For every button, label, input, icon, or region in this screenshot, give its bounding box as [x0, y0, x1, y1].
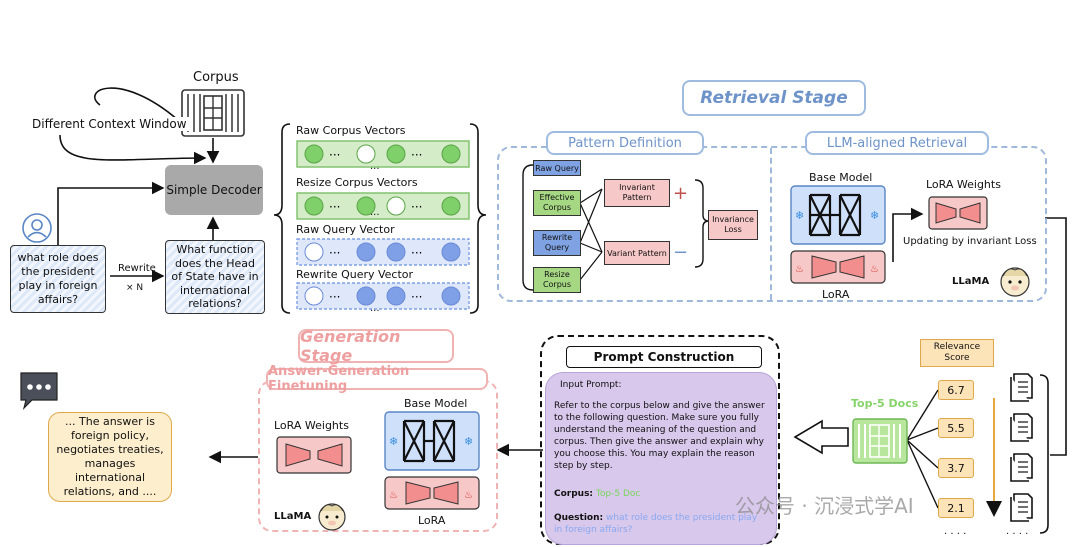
top5-container-icon [852, 418, 908, 464]
retrieval-divider [770, 148, 772, 300]
rewrite-times-label: × N [126, 283, 144, 293]
question-field-label: Question: [554, 513, 604, 523]
svg-text:♨: ♨ [464, 490, 473, 501]
corpus-container-icon [181, 89, 245, 137]
rewrite-query-node: Rewrite Query [533, 230, 581, 256]
generation-llama-label: LLaMA [274, 511, 312, 522]
invariant-pattern-node: Invariant Pattern [604, 179, 670, 207]
svg-text:···: ··· [329, 246, 340, 260]
rewritten-query-box: What function does the Head of State hav… [165, 240, 265, 314]
query-box: what role does the president play in for… [10, 245, 106, 313]
simple-decoder-box: Simple Decoder [165, 165, 263, 215]
relevance-score-label: Relevance Score [920, 339, 994, 367]
minus-sign: − [673, 242, 689, 263]
user-icon [22, 213, 52, 243]
input-prompt-label: Input Prompt: [560, 380, 622, 390]
retrieval-lora-weights-label: LoRA Weights [926, 178, 1001, 191]
pattern-definition-title: Pattern Definition [546, 131, 704, 155]
svg-text:❄: ❄ [464, 435, 473, 448]
retrieval-stage-title: Retrieval Stage [682, 80, 866, 116]
svg-text:···: ··· [411, 246, 422, 260]
relevance-score-4: 2.1 [938, 498, 974, 518]
generation-lora-label: LoRA [418, 514, 446, 527]
plus-sign: + [673, 183, 689, 204]
raw-query-node: Raw Query [533, 160, 581, 176]
retrieval-stage-frame [497, 146, 1047, 302]
answer-generation-finetuning-title: Answer-Generation Finetuning [266, 364, 488, 394]
resize-corpus-node: Resize Corpus [533, 267, 581, 293]
relevance-score-2: 5.5 [938, 418, 974, 438]
retrieval-base-model-icon: ❄ ❄ [790, 185, 886, 245]
rewrite-query-vector: ··· ··· [296, 282, 470, 310]
chat-bubble-icon [20, 372, 58, 410]
raw-query-vector-label: Raw Query Vector [296, 223, 395, 236]
corpus-field-label: Corpus: [554, 489, 594, 499]
relevance-score-3: 3.7 [938, 458, 974, 478]
retrieval-base-model-label: Base Model [809, 171, 873, 184]
invariance-loss-node: Invariance Loss [708, 210, 758, 240]
context-window-label: Different Context Window [30, 117, 189, 131]
retrieval-llama-label: LLaMA [952, 276, 990, 287]
generation-base-model-icon: ❄ ❄ [384, 411, 480, 471]
question-field-value: what role does the president play in for… [554, 513, 758, 535]
svg-text:♨: ♨ [870, 264, 879, 275]
vector-dots: ··· [370, 164, 380, 175]
svg-text:♨: ♨ [389, 490, 398, 501]
svg-text:❄: ❄ [795, 209, 804, 222]
docs-more-dots: · · · · [944, 529, 967, 540]
svg-text:···: ··· [411, 148, 422, 162]
llm-aligned-retrieval-title: LLM-aligned Retrieval [805, 131, 989, 155]
resize-corpus-vectors-label: Resize Corpus Vectors [296, 176, 418, 189]
svg-text:❄: ❄ [870, 209, 879, 222]
prompt-body: Input Prompt: Refer to the corpus below … [545, 372, 777, 545]
vector-dots: ··· [370, 210, 380, 221]
llama-icon [1000, 267, 1030, 297]
llama-icon [318, 503, 346, 531]
svg-text:···: ··· [329, 148, 340, 162]
retrieval-lora-icon: ♨ ♨ [790, 250, 886, 284]
effective-corpus-node: Effective Corpus [533, 190, 581, 216]
prompt-construction-title: Prompt Construction [566, 346, 762, 368]
svg-text:···: ··· [411, 290, 422, 304]
rewrite-label: Rewrite [118, 263, 156, 274]
svg-text:···: ··· [329, 290, 340, 304]
answer-box: ... The answer is foreign policy, negoti… [48, 412, 172, 502]
prompt-instruction-text: Refer to the corpus below and give the a… [554, 401, 765, 471]
top5-docs-label: Top-5 Docs [851, 397, 919, 410]
generation-lora-icon: ♨ ♨ [384, 476, 480, 510]
updating-label: Updating by invariant Loss [903, 236, 1037, 247]
retrieval-lora-label: LoRA [822, 288, 850, 301]
relevance-score-1: 6.7 [938, 380, 974, 400]
variant-pattern-node: Variant Pattern [604, 241, 670, 265]
svg-text:❄: ❄ [389, 435, 398, 448]
docs-more-dots: · · · · [1006, 529, 1029, 540]
corpus-field-value: Top-5 Doc [595, 489, 641, 499]
svg-text:···: ··· [411, 200, 422, 214]
generation-stage-title: Generation Stage [298, 327, 454, 365]
retrieval-lora-weights-icon [928, 196, 988, 230]
svg-text:···: ··· [329, 200, 340, 214]
raw-corpus-vectors-label: Raw Corpus Vectors [296, 124, 406, 137]
generation-base-model-label: Base Model [404, 397, 468, 410]
raw-corpus-vector: ··· ··· [296, 140, 470, 168]
corpus-label: Corpus [193, 70, 239, 85]
document-icons [1010, 373, 1033, 522]
generation-lora-weights-label: LoRA Weights [274, 419, 349, 432]
resize-corpus-vector: ··· ··· [296, 192, 470, 220]
rewrite-query-vector-label: Rewrite Query Vector [296, 268, 414, 281]
watermark-text: 公众号 · 沉浸式学AI [735, 494, 914, 518]
svg-text:♨: ♨ [795, 264, 804, 275]
vector-dots: ··· [370, 306, 380, 317]
generation-lora-weights-icon [276, 436, 352, 474]
raw-query-vector: ··· ··· [296, 238, 470, 266]
